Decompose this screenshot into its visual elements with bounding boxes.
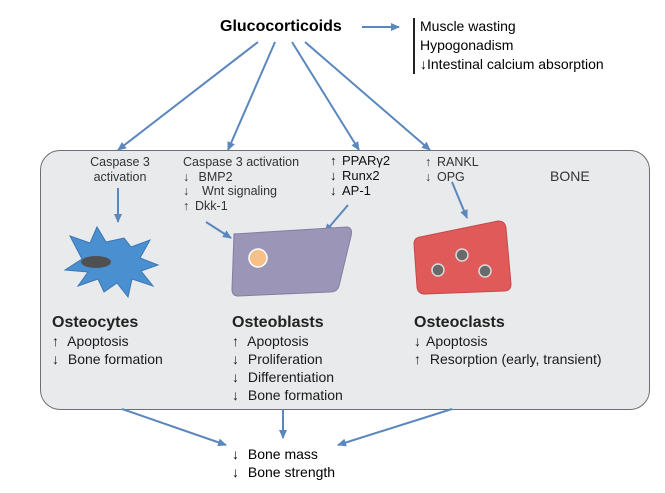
signal-item: Caspase 3	[90, 155, 150, 169]
osteoblast-body	[231, 226, 352, 297]
effect-item: ↓Apoptosis	[414, 333, 488, 349]
osteoclasts-name: Osteoclasts	[414, 314, 505, 331]
effect-item: ↓ Bone formation	[232, 387, 343, 403]
side-effects-bracket	[413, 18, 415, 74]
osteoblast-signals-right: ↑PPARγ2 ↓Runx2 ↓AP-1	[330, 153, 390, 198]
signal-item: ↓AP-1	[330, 183, 371, 198]
osteoblasts-name: Osteoblasts	[232, 314, 324, 331]
signal-item: ↓OPG	[425, 169, 465, 184]
side-effect-item: Muscle wasting	[420, 18, 516, 34]
osteoclasts-panel: Osteoclasts ↓Apoptosis ↑ Resorption (ear…	[414, 314, 602, 368]
arrow-to-osteoblast-signals-left	[227, 41, 276, 151]
osteocytes-name: Osteocytes	[52, 314, 139, 331]
arrow-to-osteoblast-left	[205, 221, 232, 239]
osteocyte-nucleus	[81, 256, 111, 268]
arrow-to-osteoblast-signals-right	[291, 41, 360, 151]
signal-item: ↓ BMP2	[183, 169, 233, 184]
osteoblast-cell	[231, 226, 352, 297]
signal-item: Caspase 3 activation	[183, 155, 300, 169]
osteoclast-signals: ↑RANKL ↓OPG	[425, 155, 479, 184]
arrow-osteoclasts-to-outcome	[337, 408, 453, 447]
arrow-to-osteocyte-signals	[117, 41, 259, 151]
signal-item: ↓Runx2	[330, 168, 380, 183]
osteocytes-panel: Osteocytes ↑ Apoptosis ↓ Bone formation	[52, 314, 163, 368]
osteoblasts-panel: Osteoblasts ↑ Apoptosis ↓ Proliferation …	[232, 314, 343, 404]
osteoclast-cell	[413, 220, 512, 295]
effect-item: ↓ Bone formation	[52, 351, 163, 367]
signal-item: ↓ Wnt signaling	[183, 184, 277, 198]
osteocyte-signals: Caspase 3 activation	[80, 155, 160, 184]
side-effect-item: Hypogonadism	[420, 37, 514, 53]
signal-item: ↑PPARγ2	[330, 153, 391, 168]
effect-item: ↑ Resorption (early, transient)	[414, 351, 602, 367]
outcome-item: ↓ Bone strength	[232, 464, 336, 480]
arrows	[114, 23, 468, 447]
osteoblast-signals-left: Caspase 3 activation ↓ BMP2 ↓ Wnt signal…	[183, 155, 299, 213]
outcome-item: ↓ Bone mass	[232, 446, 318, 462]
signal-item: ↑Dkk-1	[183, 198, 228, 213]
side-effect-item: ↓Intestinal calcium absorption	[420, 56, 604, 72]
osteoblast-nucleus	[248, 248, 268, 268]
arrow-to-osteoclast	[451, 181, 468, 219]
signal-item: activation	[93, 169, 147, 184]
title: Glucocorticoids	[220, 18, 342, 35]
effect-item: ↓ Differentiation	[232, 369, 335, 385]
osteocyte-body	[63, 225, 160, 299]
bone-label: BONE	[550, 168, 590, 184]
effect-item: ↓ Proliferation	[232, 351, 323, 367]
osteoclast-nucleus	[431, 263, 445, 277]
osteoclast-nucleus	[478, 264, 492, 278]
outcomes: ↓ Bone mass ↓ Bone strength	[232, 445, 335, 481]
osteoclast-nucleus	[455, 248, 469, 262]
effect-item: ↑ Apoptosis	[232, 333, 309, 349]
arrow-to-osteoblast-right	[324, 204, 349, 233]
arrow-osteocytes-to-outcome	[121, 408, 227, 447]
arrow-to-osteoclast-signals	[304, 41, 431, 151]
effect-item: ↑ Apoptosis	[52, 333, 129, 349]
signal-item: ↑RANKL	[425, 155, 479, 169]
side-effects-list: Muscle wasting Hypogonadism ↓Intestinal …	[420, 17, 604, 74]
osteocyte-cell	[63, 225, 160, 299]
